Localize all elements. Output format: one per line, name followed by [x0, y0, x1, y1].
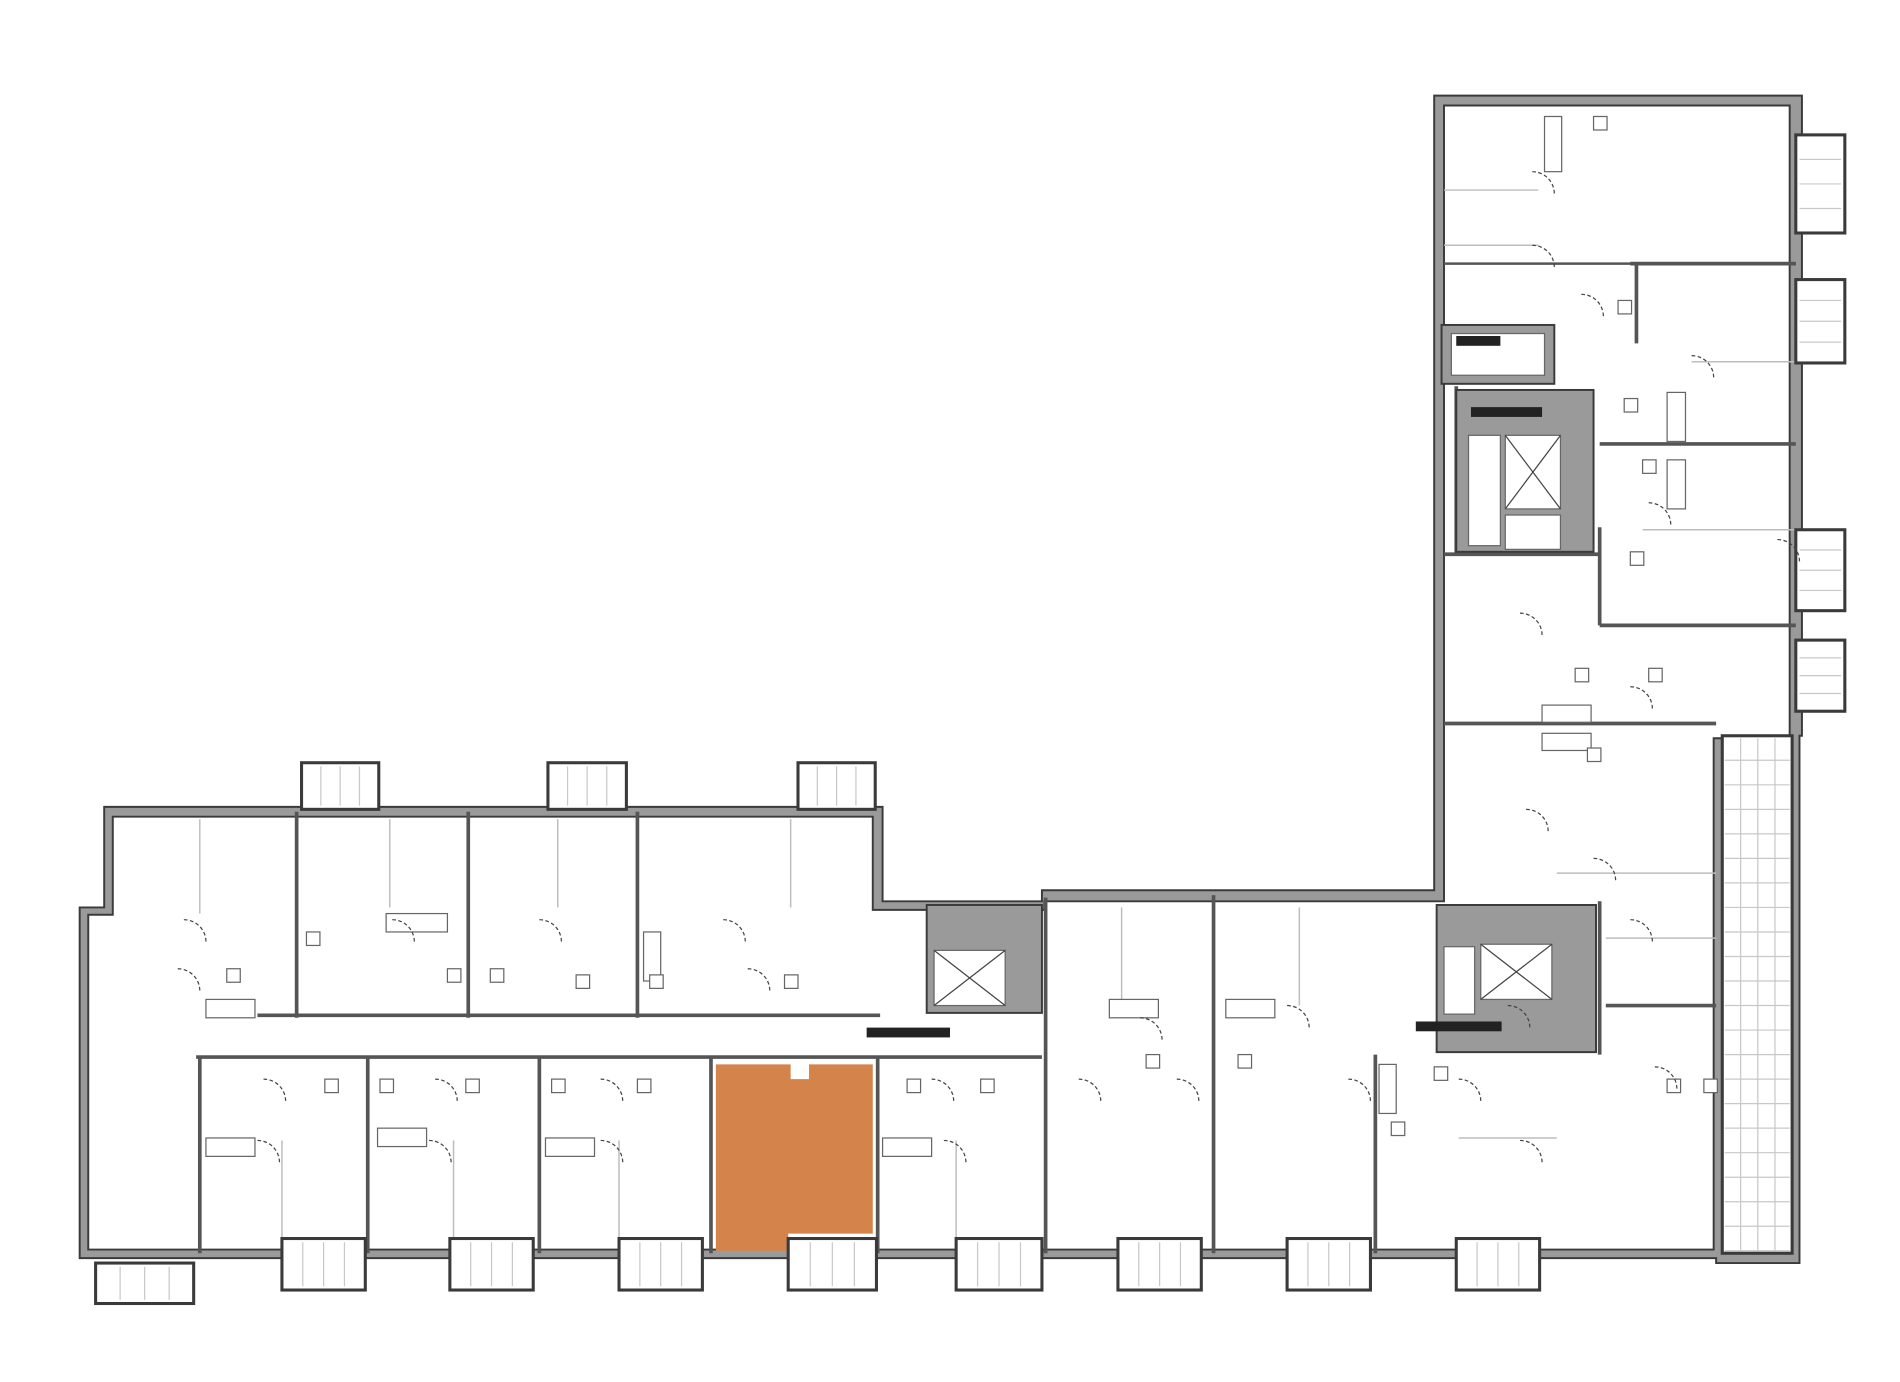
door-swing	[1139, 1017, 1163, 1040]
door-swing	[1532, 244, 1555, 268]
door-swing	[177, 968, 201, 991]
sink	[1666, 1078, 1682, 1094]
sink	[906, 1078, 922, 1094]
door-swing	[600, 1139, 624, 1163]
bathtub	[1378, 1063, 1397, 1115]
sink	[1237, 1053, 1253, 1069]
door-swing	[1581, 293, 1604, 317]
door-swing	[600, 1078, 624, 1102]
sink	[1390, 1121, 1406, 1137]
bathtub	[205, 998, 256, 1019]
door-swing	[1176, 1078, 1200, 1102]
door-swing	[539, 919, 563, 942]
sink	[1433, 1066, 1449, 1081]
door-swing	[1348, 1078, 1372, 1102]
door-swing	[1777, 538, 1801, 562]
sink	[305, 931, 321, 947]
bathtub	[1543, 115, 1563, 173]
door-swing	[1654, 1066, 1678, 1089]
sink	[1592, 115, 1608, 131]
highlighted-unit[interactable]	[715, 1064, 873, 1251]
door-swing	[1458, 1078, 1482, 1102]
door-swing	[1526, 808, 1549, 832]
bathtub	[1666, 391, 1687, 443]
sink	[324, 1078, 339, 1094]
door-swing	[1630, 919, 1653, 942]
door-swing	[183, 919, 207, 942]
sink	[1641, 459, 1657, 474]
sink	[551, 1078, 566, 1094]
balconies	[94, 133, 1847, 1306]
door-swing	[1648, 502, 1672, 525]
sink	[1648, 667, 1663, 683]
room-dividers	[199, 189, 1796, 1245]
bathtub	[376, 1127, 428, 1148]
door-swing	[723, 919, 746, 942]
door-swing	[263, 1078, 287, 1102]
sink	[783, 974, 799, 989]
sink	[489, 968, 505, 983]
bathtub	[642, 931, 662, 982]
fixtures	[177, 115, 1801, 1163]
door-swing	[1078, 1078, 1102, 1102]
sink	[636, 1078, 652, 1094]
door-swing	[747, 968, 771, 991]
door-swing	[435, 1078, 458, 1102]
bathtub	[1541, 732, 1592, 752]
bathtub	[544, 1137, 596, 1157]
door-swing	[1519, 612, 1543, 636]
door-swing	[1691, 355, 1715, 378]
sink	[465, 1078, 480, 1094]
door-swing	[943, 1139, 967, 1163]
sink	[1629, 551, 1645, 566]
bathtub	[385, 912, 449, 933]
sink	[379, 1078, 395, 1094]
sink	[1574, 667, 1590, 683]
bathtub	[1108, 998, 1160, 1019]
sink	[1703, 1078, 1718, 1094]
door-swing	[1630, 686, 1653, 709]
sink	[649, 974, 664, 989]
bathtub	[1541, 704, 1592, 723]
sink	[226, 968, 241, 983]
bathtub	[1225, 998, 1276, 1019]
sink	[1586, 747, 1602, 763]
stair-core	[925, 323, 1597, 1054]
terrace	[1720, 734, 1794, 1255]
door-swing	[1519, 1139, 1543, 1163]
bathtub	[205, 1137, 256, 1157]
door-swing	[429, 1139, 452, 1163]
door-swing	[392, 919, 415, 942]
bathtub	[1666, 459, 1687, 510]
door-swing	[931, 1078, 955, 1102]
door-swing	[1593, 857, 1617, 881]
sink	[575, 974, 591, 989]
sink	[1617, 299, 1633, 315]
door-swing	[257, 1139, 281, 1163]
sink	[1145, 1053, 1161, 1069]
door-swing	[1507, 1004, 1531, 1028]
bathtub	[881, 1137, 933, 1157]
door-swing	[1287, 1004, 1310, 1028]
sink	[446, 968, 462, 983]
door-swing	[1532, 171, 1555, 194]
sink	[1623, 397, 1639, 413]
ventilation-grilles	[866, 335, 1543, 1038]
sink	[980, 1078, 995, 1094]
